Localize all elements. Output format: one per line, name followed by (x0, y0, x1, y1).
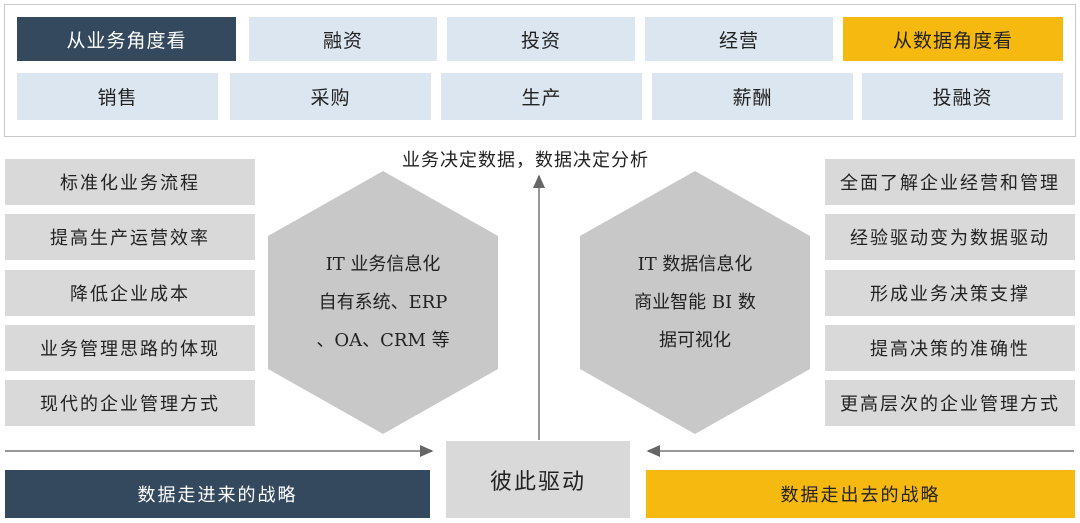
right-hexagon (580, 171, 810, 434)
right-hexagon-text: IT 数据信息化 商业智能 BI 数 据可视化 (600, 240, 790, 365)
center-label: 业务决定数据，数据决定分析 (402, 150, 649, 171)
left-list-item: 标准化业务流程 (5, 159, 255, 205)
right-hexagon-line: 商业智能 BI 数 (634, 291, 756, 313)
production-box: 生产 (441, 73, 642, 120)
procurement-box: 采购 (230, 73, 431, 120)
right-hexagon-line: 据可视化 (659, 329, 731, 351)
right-hexagon-line: IT 数据信息化 (637, 253, 753, 275)
business-perspective-header: 从业务角度看 (17, 17, 236, 61)
right-list-item: 形成业务决策支撑 (825, 270, 1075, 316)
investment-box: 投资 (447, 17, 635, 61)
left-hexagon-line: 、OA、CRM 等 (316, 329, 450, 351)
financing-box: 融资 (249, 17, 437, 61)
left-hexagon-line: IT 业务信息化 (325, 253, 441, 275)
sales-box: 销售 (17, 73, 218, 120)
left-hexagon-line: 自有系统、ERP (318, 291, 448, 313)
data-out-strategy-bar: 数据走出去的战略 (646, 470, 1075, 518)
right-list-item: 更高层次的企业管理方式 (825, 380, 1075, 426)
investment-financing-box: 投融资 (862, 73, 1063, 120)
left-list-item: 降低企业成本 (5, 270, 255, 316)
right-list-item: 全面了解企业经营和管理 (825, 159, 1075, 205)
right-list-item: 提高决策的准确性 (825, 325, 1075, 371)
salary-box: 薪酬 (652, 73, 853, 120)
left-hexagon (268, 171, 498, 434)
left-hexagon-text: IT 业务信息化 自有系统、ERP 、OA、CRM 等 (288, 240, 478, 365)
left-list-item: 现代的企业管理方式 (5, 380, 255, 426)
operation-box: 经营 (645, 17, 833, 61)
data-in-strategy-bar: 数据走进来的战略 (5, 470, 430, 518)
right-list-item: 经验驱动变为数据驱动 (825, 214, 1075, 260)
left-list-item: 业务管理思路的体现 (5, 325, 255, 371)
mutual-drive-box: 彼此驱动 (446, 441, 630, 518)
data-perspective-header: 从数据角度看 (843, 17, 1063, 61)
left-list-item: 提高生产运营效率 (5, 214, 255, 260)
